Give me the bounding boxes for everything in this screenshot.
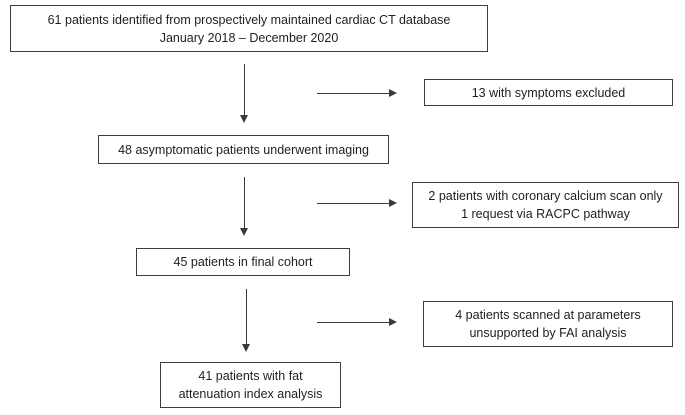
arrowhead-icon <box>242 344 250 352</box>
arrowhead-icon <box>389 199 397 207</box>
box-text-line: attenuation index analysis <box>178 387 323 401</box>
down-arrow-3 <box>242 289 251 352</box>
box-text-line: 41 patients with fat <box>198 369 303 383</box>
arrowhead-icon <box>240 115 248 123</box>
box-fai-analysis: 41 patients with fat attenuation index a… <box>160 362 341 408</box>
box-final-cohort: 45 patients in final cohort <box>136 248 350 276</box>
box-text-line: 13 with symptoms excluded <box>471 85 626 100</box>
box-text-line: 61 patients identified from prospectivel… <box>47 12 451 27</box>
box-patients-identified: 61 patients identified from prospectivel… <box>10 5 488 52</box>
box-text-line: 48 asymptomatic patients underwent imagi… <box>118 142 369 157</box>
box-asymptomatic-imaging: 48 asymptomatic patients underwent imagi… <box>98 135 389 164</box>
arrowhead-icon <box>389 89 397 97</box>
arrow-shaft <box>246 289 247 344</box>
arrow-shaft <box>317 203 389 204</box>
right-arrow-1 <box>317 89 397 98</box>
box-text-line: 2 patients with coronary calcium scan on… <box>428 189 663 203</box>
box-text-line: January 2018 – December 2020 <box>159 30 339 45</box>
right-arrow-2 <box>317 199 397 208</box>
box-calcium-scan-excluded: 2 patients with coronary calcium scan on… <box>412 182 679 228</box>
arrow-shaft <box>317 93 389 94</box>
box-symptoms-excluded: 13 with symptoms excluded <box>424 79 673 106</box>
box-unsupported-parameters-excluded: 4 patients scanned at parameters unsuppo… <box>423 301 673 347</box>
box-text-line: 4 patients scanned at parameters <box>455 308 641 322</box>
box-text-line: 1 request via RACPC pathway <box>461 207 630 221</box>
arrow-shaft <box>244 177 245 228</box>
down-arrow-2 <box>240 177 249 236</box>
arrowhead-icon <box>389 318 397 326</box>
box-text-line: unsupported by FAI analysis <box>469 326 627 340</box>
right-arrow-3 <box>317 318 397 327</box>
arrow-shaft <box>317 322 389 323</box>
box-text-line: 45 patients in final cohort <box>173 255 313 269</box>
down-arrow-1 <box>240 64 249 123</box>
arrow-shaft <box>244 64 245 115</box>
arrowhead-icon <box>240 228 248 236</box>
